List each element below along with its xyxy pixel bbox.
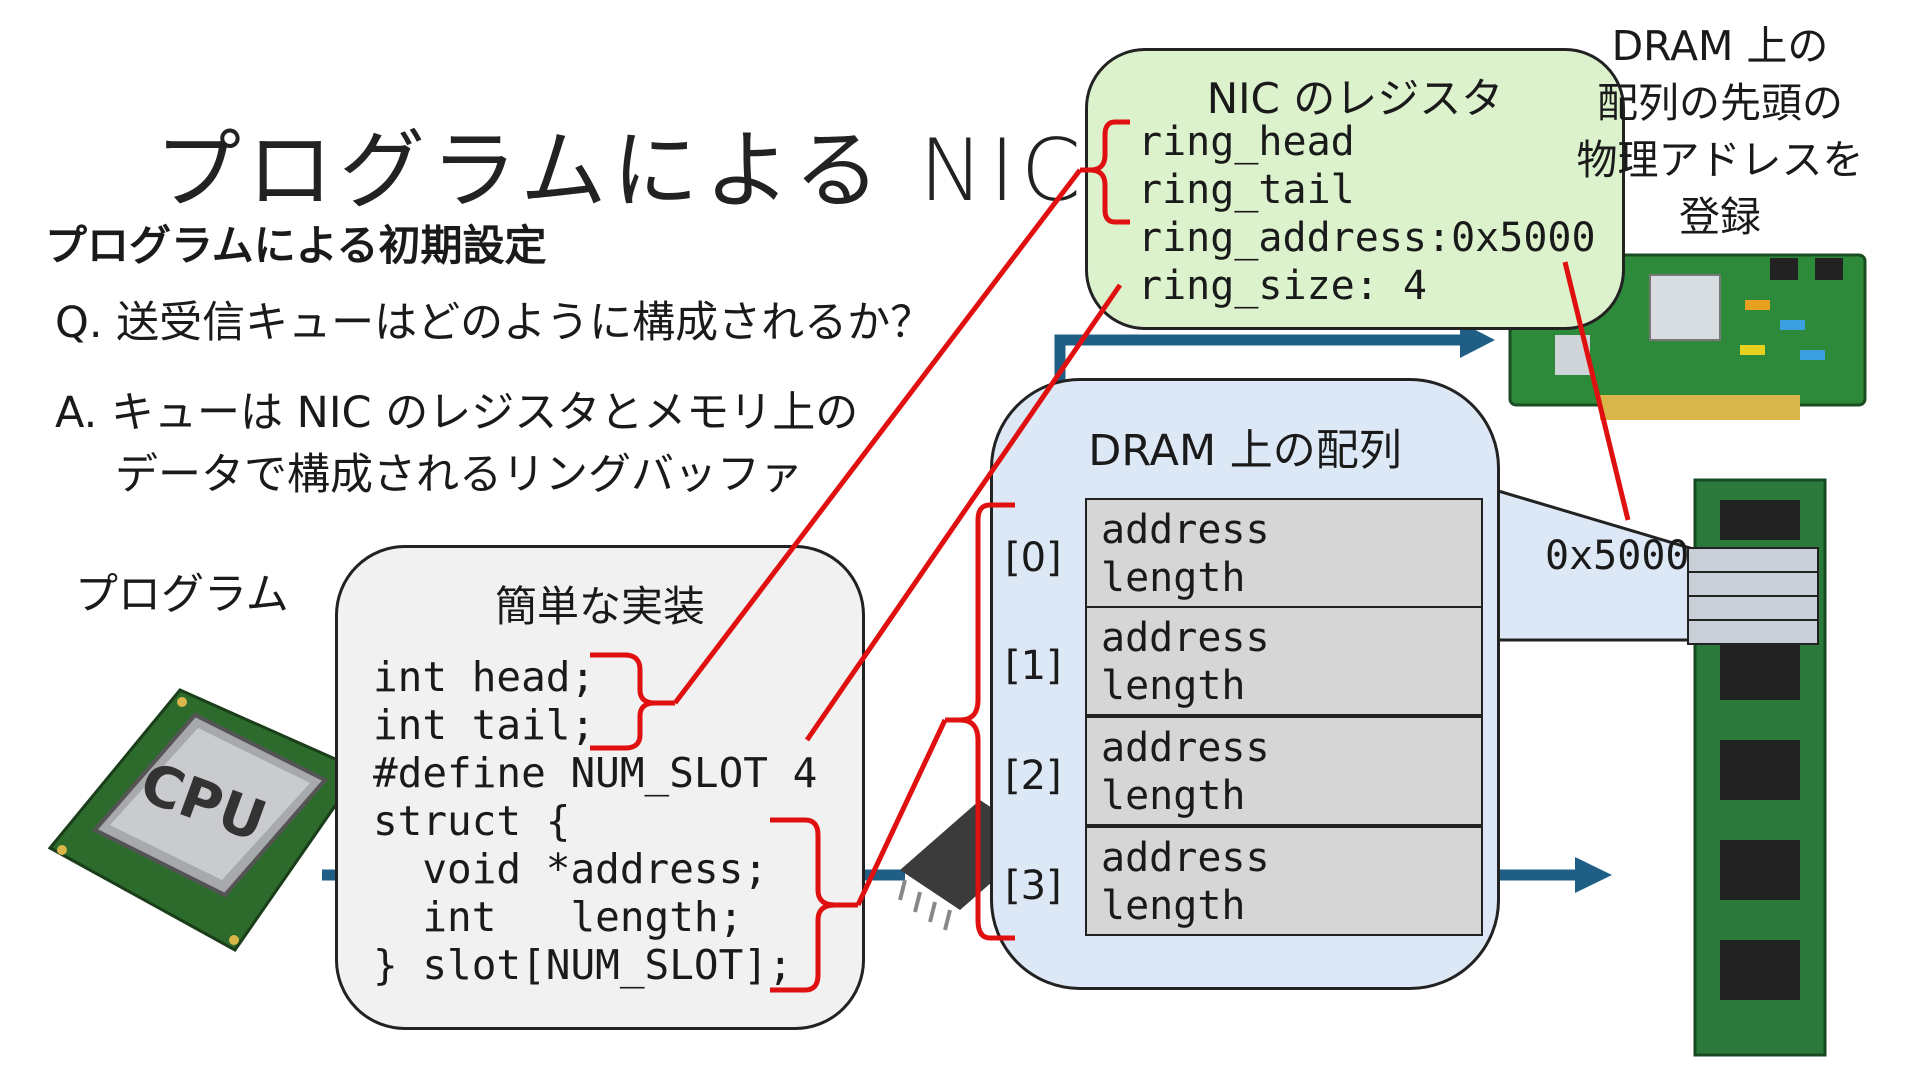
slide-title: プログラムによる NIC の [155,121,1213,221]
code-line-head: int head; [373,653,596,701]
nic-reg-ring-tail: ring_tail [1138,167,1355,213]
slot-row-1: address length [1085,606,1483,716]
answer-text-line1: A. キューは NIC のレジスタとメモリ上の [55,388,859,438]
slot-1-address: address [1101,615,1270,661]
question-text: Q. 送受信キューはどのように構成されるか？ [55,298,934,348]
code-line-slot: } slot[NUM_SLOT]; [373,941,793,989]
slot-index-1: [1] [1005,643,1062,689]
code-line-struct: struct { [373,797,571,845]
slot-index-2: [2] [1005,753,1062,799]
code-line-tail: int tail; [373,701,596,749]
dram-note-line2: 配列の先頭の [1597,79,1843,127]
slot-2-length: length [1101,773,1246,819]
nic-reg-ring-head: ring_head [1138,119,1355,165]
code-bubble-title: 簡単な実装 [494,582,705,631]
arrow-to-nic-head [1460,322,1495,358]
slot-row-3: address length [1085,826,1483,936]
cpu-chip-illustration: CPU [47,688,363,952]
memory-cells [1687,547,1819,645]
slot-1-length: length [1101,663,1246,709]
answer-text-line2: データで構成されるリングバッファ [115,450,803,500]
slot-index-3: [3] [1005,863,1062,909]
code-line-define: #define NUM_SLOT 4 [373,749,818,797]
slide-subtitle: プログラムによる初期設定 [45,221,547,270]
nic-reg-ring-size: ring_size: 4 [1138,263,1427,309]
code-bubble: 簡単な実装 int head; int tail; #define NUM_SL… [335,545,865,1030]
code-line-length: int length; [373,893,744,941]
slot-2-address: address [1101,725,1270,771]
nic-register-title: NIC のレジスタ [1206,74,1504,123]
slot-3-length: length [1101,883,1246,929]
dram-note-line4: 登録 [1679,193,1761,241]
slot-row-0: address length [1085,498,1483,608]
slot-0-address: address [1101,507,1270,553]
dram-note: DRAM 上の 配列の先頭の 物理アドレスを 登録 [1555,18,1885,246]
slot-row-2: address length [1085,716,1483,826]
slot-index-0: [0] [1005,535,1062,581]
slot-0-length: length [1101,555,1246,601]
dram-note-line1: DRAM 上の [1611,22,1829,70]
dram-array-title: DRAM 上の配列 [1088,426,1402,476]
arrow-to-dram-head [1575,857,1612,893]
dram-note-line3: 物理アドレスを [1576,136,1864,184]
program-label: プログラム [75,570,289,620]
slot-3-address: address [1101,835,1270,881]
nic-reg-ring-address: ring_address:0x5000 [1138,215,1596,261]
code-line-address: void *address; [373,845,768,893]
memory-address-label: 0x5000 [1545,533,1690,579]
nic-register-bubble: NIC のレジスタ ring_head ring_tail ring_addre… [1085,48,1625,330]
